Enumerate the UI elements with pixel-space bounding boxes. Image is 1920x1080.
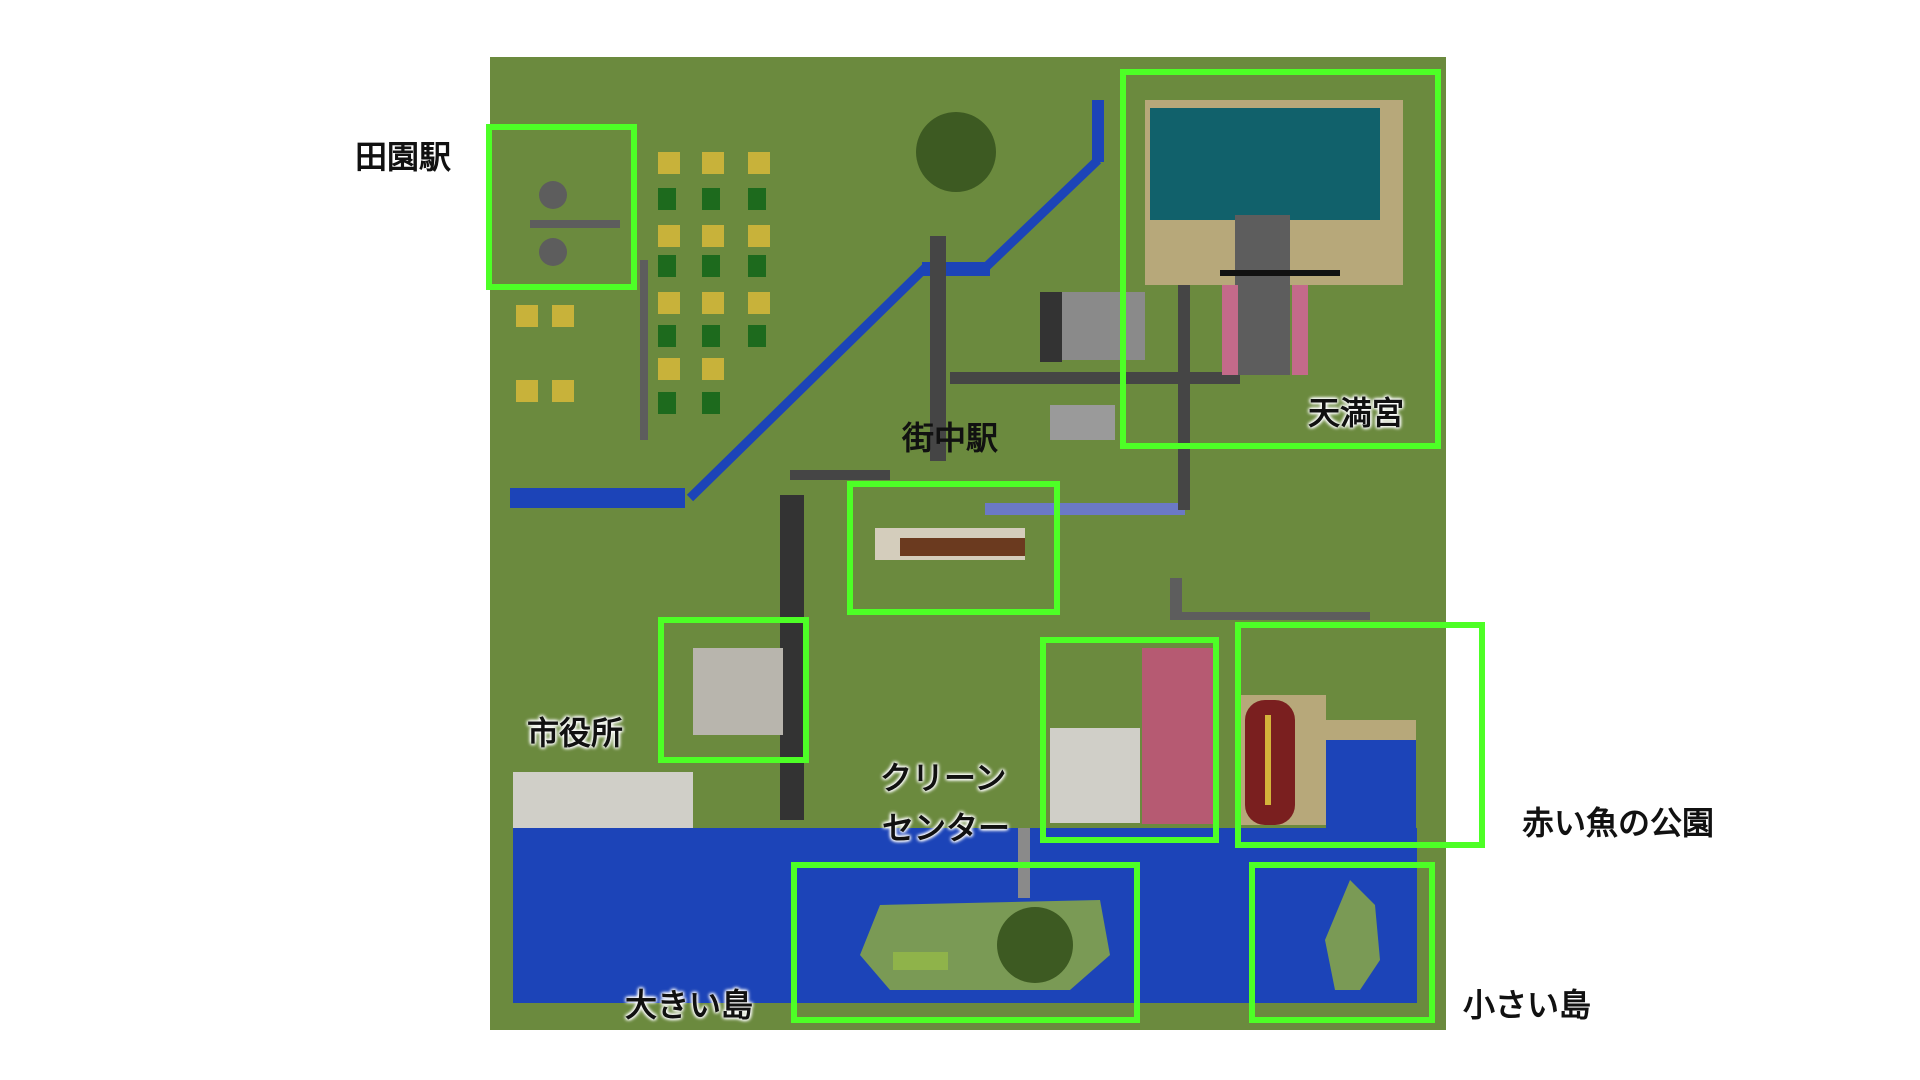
small-island-land [1325, 880, 1380, 990]
road-west-vertical [640, 260, 648, 440]
canal-east [985, 503, 1185, 515]
building-center-small [1050, 405, 1115, 440]
road-east-vertical [1178, 280, 1190, 510]
canal-northeast [981, 156, 1102, 272]
tenmangu-cherry-right [1292, 285, 1308, 375]
box-red-fish-park [1235, 622, 1485, 848]
road-station-link [790, 470, 890, 480]
canal-west [510, 488, 685, 508]
road-east-west [950, 372, 1240, 384]
tenmangu-path [1235, 215, 1290, 375]
big-island-forest [997, 907, 1073, 983]
box-machinaka-station [847, 481, 1060, 615]
road-south-vertical [780, 495, 804, 820]
label-clean-center-line2: センター [882, 809, 1011, 847]
forest-north [916, 112, 996, 192]
denen-station-building-a [539, 181, 567, 209]
canal-north [1092, 100, 1104, 162]
houses-grid [516, 152, 770, 402]
label-city-hall: 市役所 [527, 714, 624, 752]
house-gardens [658, 188, 766, 414]
city-hall-building [693, 648, 783, 735]
label-big-island: 大きい島 [625, 986, 754, 1024]
clean-center-pink [1142, 648, 1214, 824]
denen-station-platform [530, 220, 620, 228]
denen-station-building-b [539, 238, 567, 266]
park-sand-strip [1326, 720, 1416, 740]
city-hall-houses [513, 772, 693, 828]
tenmangu-pond [1150, 108, 1380, 220]
water-bay [1326, 740, 1416, 840]
box-tenmangu [1120, 69, 1441, 449]
building-center-dark [1040, 292, 1062, 362]
red-fish-stripe [1265, 715, 1271, 805]
box-denen-station [486, 124, 637, 290]
label-red-fish-park: 赤い魚の公園 [1522, 804, 1715, 842]
box-big-island [791, 862, 1140, 1023]
clean-center-lot [1050, 728, 1140, 823]
tenmangu-cherry-left [1222, 285, 1238, 375]
label-tenmangu: 天満宮 [1308, 394, 1405, 432]
label-clean-center-line1: クリーン [880, 759, 1007, 797]
label-denen-station: 田園駅 [355, 138, 452, 176]
canal-diagonal [686, 264, 929, 502]
big-island-field [893, 952, 948, 970]
tenmangu-gate [1220, 270, 1340, 276]
label-small-island: 小さい島 [1463, 986, 1592, 1024]
road-red-park [1170, 578, 1182, 618]
box-city-hall [658, 617, 809, 763]
building-center-grey [1060, 292, 1145, 360]
label-machinaka-station: 街中駅 [902, 419, 999, 457]
box-small-island [1249, 862, 1435, 1023]
highlight-boxes [486, 69, 1485, 1023]
road-park-top [1170, 612, 1370, 620]
machinaka-station-train [900, 538, 1025, 556]
road-main-vertical [930, 236, 946, 461]
box-clean-center [1040, 637, 1219, 843]
